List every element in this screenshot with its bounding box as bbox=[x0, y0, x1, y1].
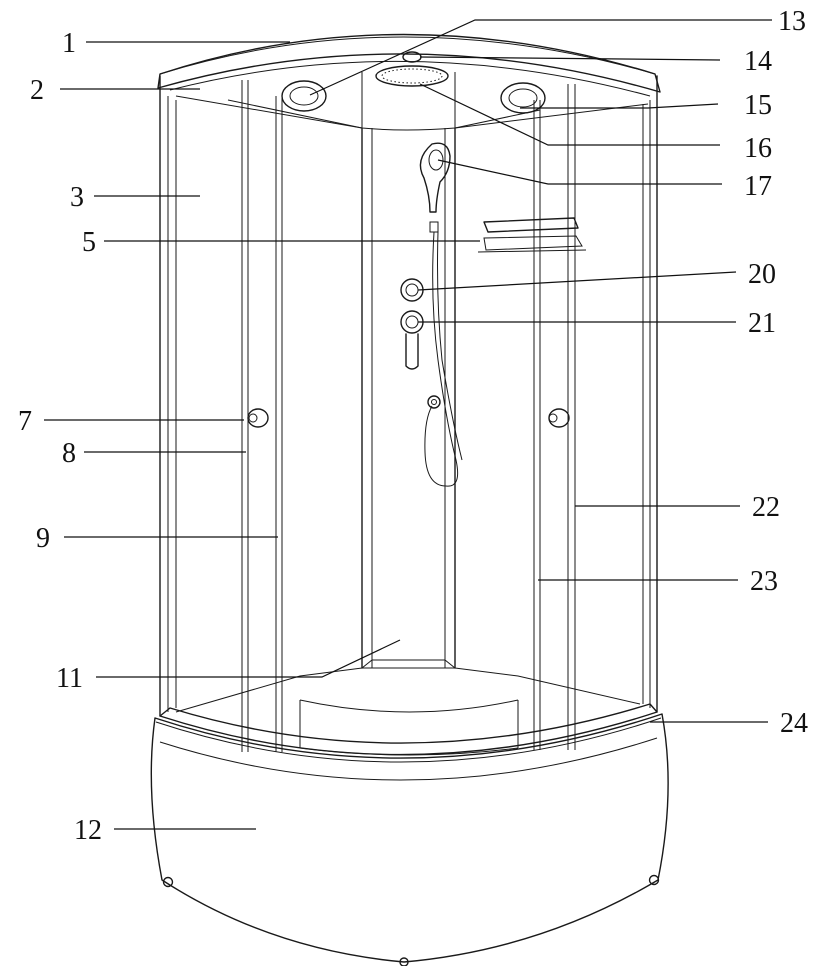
leader-lines bbox=[44, 19, 772, 830]
back-panel bbox=[361, 127, 456, 669]
callout-14: 14 bbox=[744, 46, 772, 77]
callout-17: 17 bbox=[744, 171, 772, 202]
door-handle-left bbox=[247, 408, 269, 428]
callout-23: 23 bbox=[750, 566, 778, 597]
callout-2: 2 bbox=[30, 75, 44, 106]
callout-15: 15 bbox=[744, 90, 772, 121]
callout-5: 5 bbox=[82, 227, 96, 258]
roof-speaker-right bbox=[500, 82, 546, 114]
callout-12: 12 bbox=[74, 815, 102, 846]
soap-shelf bbox=[477, 217, 587, 253]
callout-24: 24 bbox=[780, 708, 808, 739]
shower-tray bbox=[159, 667, 658, 756]
callout-7: 7 bbox=[18, 406, 32, 437]
callout-1: 1 bbox=[62, 28, 76, 59]
callout-8: 8 bbox=[62, 438, 76, 469]
callout-9: 9 bbox=[36, 523, 50, 554]
hand-shower bbox=[419, 142, 463, 487]
rain-shower-head bbox=[375, 65, 449, 87]
front-apron-panel bbox=[150, 713, 669, 966]
roof-speaker-left bbox=[281, 80, 327, 112]
callout-16: 16 bbox=[744, 133, 772, 164]
callout-3: 3 bbox=[70, 182, 84, 213]
callout-13: 13 bbox=[778, 6, 806, 37]
door-handle-right bbox=[548, 408, 570, 428]
roof-canopy bbox=[157, 33, 661, 131]
mixer-controls bbox=[400, 278, 424, 370]
callout-20: 20 bbox=[748, 259, 776, 290]
callout-11: 11 bbox=[56, 663, 83, 694]
callout-labels: 1 2 3 5 7 8 9 11 12 13 14 15 16 17 20 21… bbox=[18, 6, 808, 846]
cabin-frame bbox=[159, 75, 658, 752]
callout-21: 21 bbox=[748, 308, 776, 339]
callout-22: 22 bbox=[752, 492, 780, 523]
